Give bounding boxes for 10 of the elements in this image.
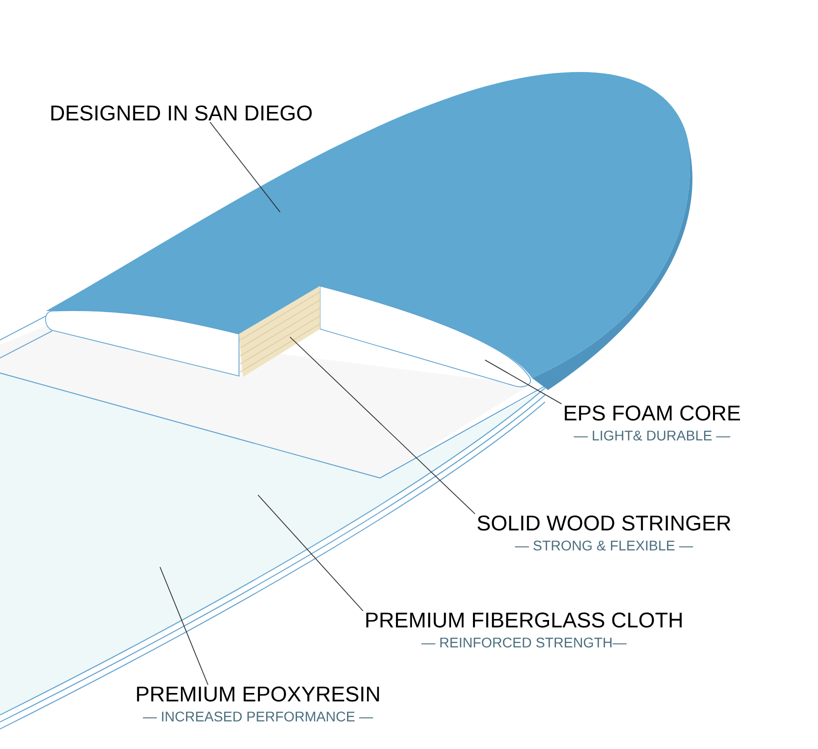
callout-label: DESIGNED IN SAN DIEGO	[51, 105, 312, 121]
callout-label: PREMIUM EPOXYRESIN — INCREASED PERFORMANCE —	[137, 686, 379, 722]
leader-line	[290, 336, 476, 514]
callout-label: SOLID WOOD STRINGER — STRONG & FLEXIBLE —	[478, 515, 730, 551]
leader-line	[160, 566, 208, 686]
callout-label: PREMIUM FIBERGLASS CLOTH — REINFORCED STRENGTH—	[366, 612, 682, 648]
callout-label: EPS FOAM CORE — LIGHT& DURABLE —	[564, 405, 740, 441]
leader-line	[258, 494, 364, 612]
leader-line	[210, 122, 280, 212]
leader-line	[484, 360, 562, 404]
